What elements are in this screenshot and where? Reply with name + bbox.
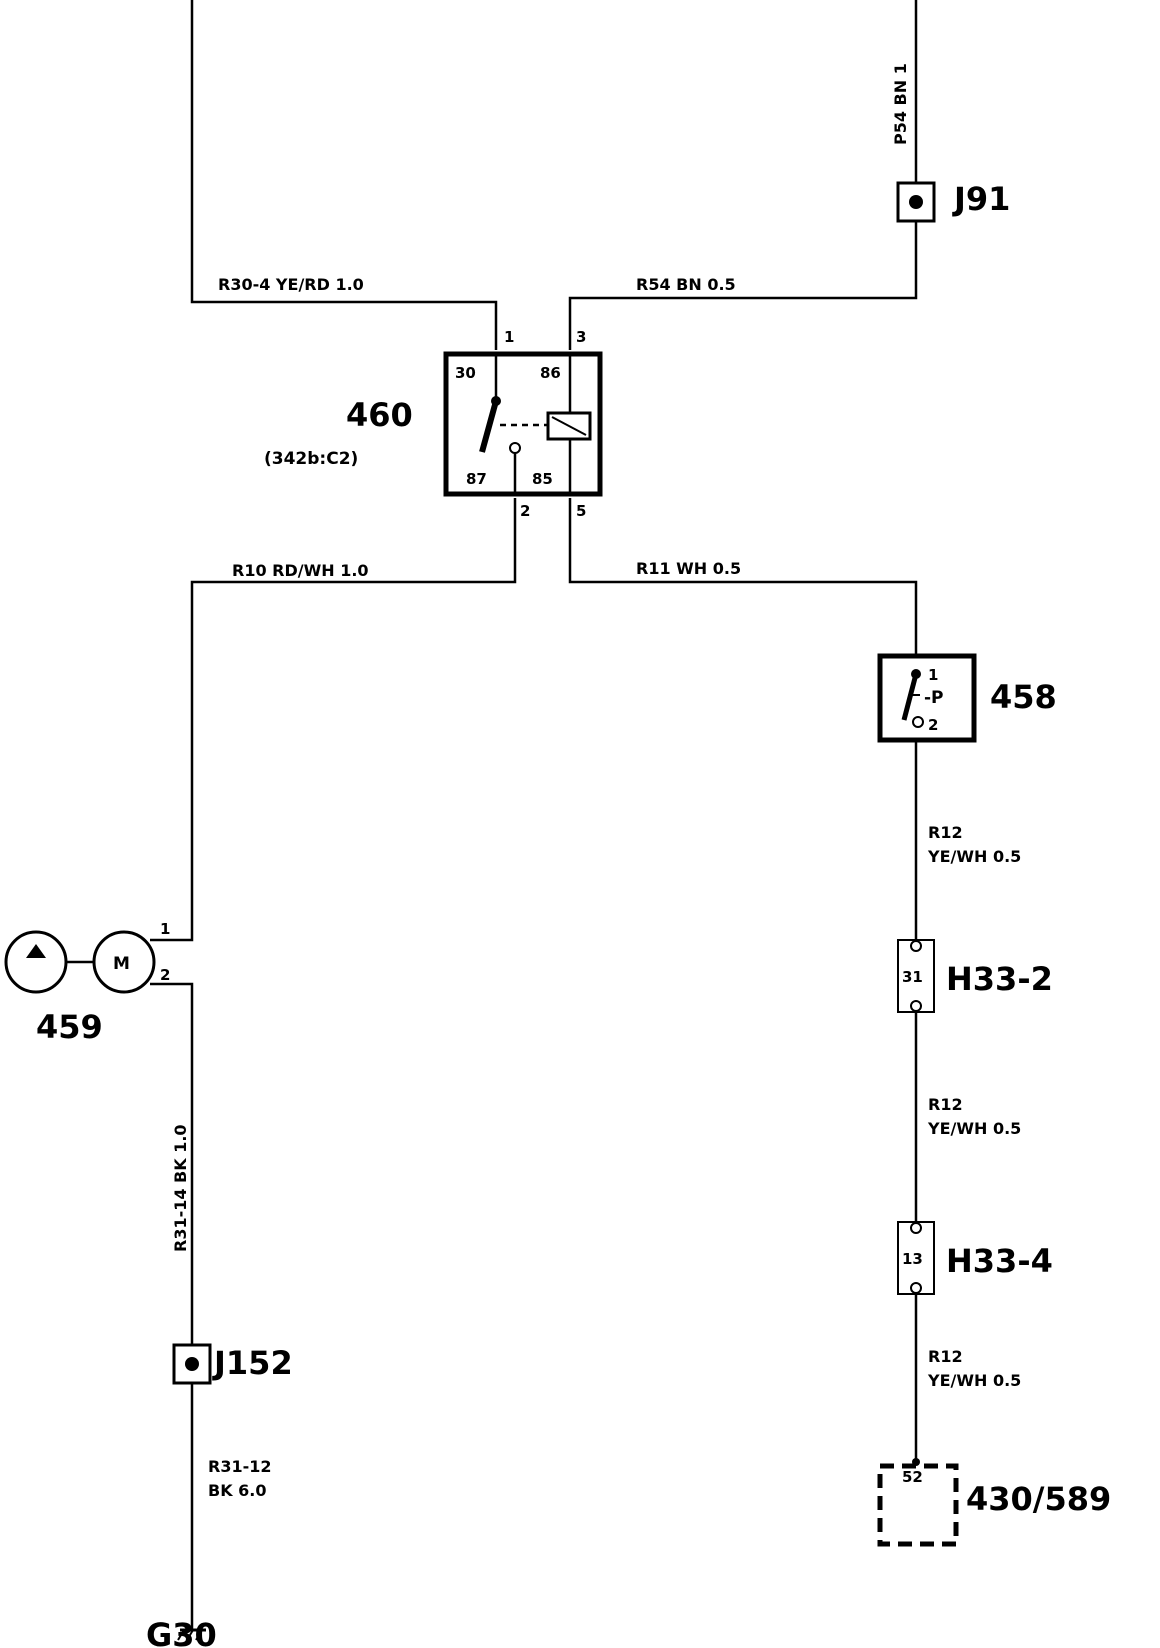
relay-term-85: 85 bbox=[532, 470, 553, 488]
splice-j91: J91 bbox=[896, 180, 1010, 223]
switch-contact-2 bbox=[912, 716, 924, 728]
splice-j91-label: J91 bbox=[952, 180, 1010, 218]
wire-label-r12-c-line1: R12 bbox=[928, 1347, 963, 1366]
wire-label-r10: R10 RD/WH 1.0 bbox=[232, 561, 369, 580]
wire-label-r54: R54 BN 0.5 bbox=[636, 275, 736, 294]
switch-box bbox=[877, 653, 977, 743]
connector-h33-4-pin: 13 bbox=[902, 1250, 923, 1268]
connector-ecu-label: 430/589 bbox=[966, 1480, 1111, 1518]
pump-pin-1: 1 bbox=[160, 920, 170, 938]
ground-g30: G30 bbox=[146, 1616, 217, 1648]
relay-460: 30 86 87 85 1 3 2 5 460 (342b:C2) bbox=[264, 328, 603, 520]
connector-h33-2-top-terminal bbox=[910, 940, 922, 952]
wire-label-r31-12-line1: R31-12 bbox=[208, 1457, 272, 1476]
connector-h33-2-pin: 31 bbox=[902, 968, 923, 986]
motor-label: M bbox=[113, 954, 130, 974]
relay-coil-diagonal bbox=[551, 416, 587, 436]
relay-pin-5: 5 bbox=[576, 502, 586, 520]
wire-r30-4 bbox=[190, 0, 498, 350]
switch-458: 1 -P 2 458 bbox=[877, 653, 1057, 743]
ground-tick-1 bbox=[177, 1629, 185, 1641]
wire-label-r12-a-line1: R12 bbox=[928, 823, 963, 842]
ground-label: G30 bbox=[146, 1616, 217, 1648]
splice-j152: J152 bbox=[172, 1343, 293, 1385]
relay-term-87: 87 bbox=[466, 470, 487, 488]
connector-h33-2-label: H33-2 bbox=[946, 960, 1053, 998]
wire-labels: R30-4 YE/RD 1.0 R54 BN 0.5 P54 BN 1 R10 … bbox=[171, 63, 1021, 1500]
wire-label-r12-a-line2: YE/WH 0.5 bbox=[927, 847, 1021, 866]
connector-ecu-pin: 52 bbox=[902, 1468, 923, 1486]
ground-tick-3 bbox=[195, 1629, 203, 1641]
pump-id: 459 bbox=[36, 1008, 103, 1046]
switch-id: 458 bbox=[990, 678, 1057, 716]
connector-h33-2-bottom-terminal bbox=[910, 1000, 922, 1012]
wire-label-r12-c-line2: YE/WH 0.5 bbox=[927, 1371, 1021, 1390]
wire-r10 bbox=[150, 498, 517, 942]
relay-box bbox=[443, 351, 603, 497]
pump-triangle-icon bbox=[26, 944, 46, 958]
wire-r31-14 bbox=[150, 982, 194, 1346]
wires bbox=[150, 0, 918, 1630]
relay-contact-arm bbox=[479, 400, 499, 453]
switch-pin-2: 2 bbox=[928, 716, 938, 734]
switch-symbol: -P bbox=[924, 688, 944, 708]
pump-symbol bbox=[4, 930, 68, 994]
splice-j91-dot bbox=[909, 195, 923, 209]
relay-term-86: 86 bbox=[540, 364, 561, 382]
pump-pin-2: 2 bbox=[160, 966, 170, 984]
connector-h33-4-bottom-terminal bbox=[910, 1282, 922, 1294]
splice-j152-label: J152 bbox=[212, 1344, 293, 1382]
connector-h33-4: 13 H33-4 bbox=[897, 1221, 1053, 1295]
splice-j152-dot bbox=[185, 1357, 199, 1371]
connector-ecu-box bbox=[877, 1463, 959, 1547]
relay-term-30: 30 bbox=[455, 364, 476, 382]
ground-tick-2 bbox=[186, 1629, 194, 1641]
wire-label-r30-4: R30-4 YE/RD 1.0 bbox=[218, 275, 364, 294]
connector-h33-4-label: H33-4 bbox=[946, 1242, 1053, 1280]
wire-label-r31-14: R31-14 BK 1.0 bbox=[171, 1124, 190, 1252]
switch-pin-1: 1 bbox=[928, 666, 938, 684]
switch-arm bbox=[901, 673, 919, 721]
relay-pin-2: 2 bbox=[520, 502, 530, 520]
connector-ecu-terminal bbox=[912, 1458, 920, 1466]
connector-h33-4-top-terminal bbox=[910, 1222, 922, 1234]
relay-id: 460 bbox=[346, 396, 413, 434]
wire-label-r31-12-line2: BK 6.0 bbox=[208, 1481, 267, 1500]
wire-label-r11: R11 WH 0.5 bbox=[636, 559, 741, 578]
wire-label-r12-b-line2: YE/WH 0.5 bbox=[927, 1119, 1021, 1138]
pump-459: M 1 2 459 bbox=[4, 920, 170, 1046]
connector-ecu: 52 430/589 bbox=[877, 1458, 1111, 1547]
relay-pin-1: 1 bbox=[504, 328, 514, 346]
wire-r11 bbox=[568, 498, 918, 655]
relay-pin-3: 3 bbox=[576, 328, 586, 346]
wire-label-r12-b-line1: R12 bbox=[928, 1095, 963, 1114]
motor-symbol bbox=[92, 930, 156, 994]
wire-r54 bbox=[568, 220, 918, 350]
connector-h33-2: 31 H33-2 bbox=[897, 939, 1053, 1013]
wire-label-p54: P54 BN 1 bbox=[891, 63, 910, 145]
relay-contact-87-open bbox=[509, 442, 521, 454]
relay-ref: (342b:C2) bbox=[264, 449, 358, 469]
